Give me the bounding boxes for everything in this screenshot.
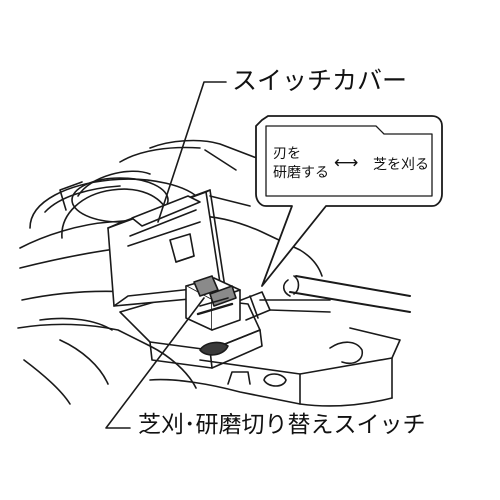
blade-drum (29, 139, 263, 239)
switch-cover-label: スイッチカバー (232, 66, 408, 95)
double-arrow-icon: ⟷ (334, 153, 359, 173)
machine-body (17, 215, 401, 407)
switch-cover (107, 189, 227, 307)
callout-cut-grass-text: 芝を刈る (373, 157, 429, 173)
selector-switch-leader-line (105, 297, 205, 429)
selector-switch (185, 275, 241, 331)
selector-switch-label: 芝刈･研磨切り替えスイッチ (138, 412, 426, 438)
switch-cover-leader-line (157, 81, 227, 223)
switch-function-callout-box (255, 115, 443, 287)
leader-lines (105, 81, 227, 429)
callout-grind-blade-text: 刃を 研磨する (273, 146, 329, 181)
handle-tubes (259, 275, 411, 313)
